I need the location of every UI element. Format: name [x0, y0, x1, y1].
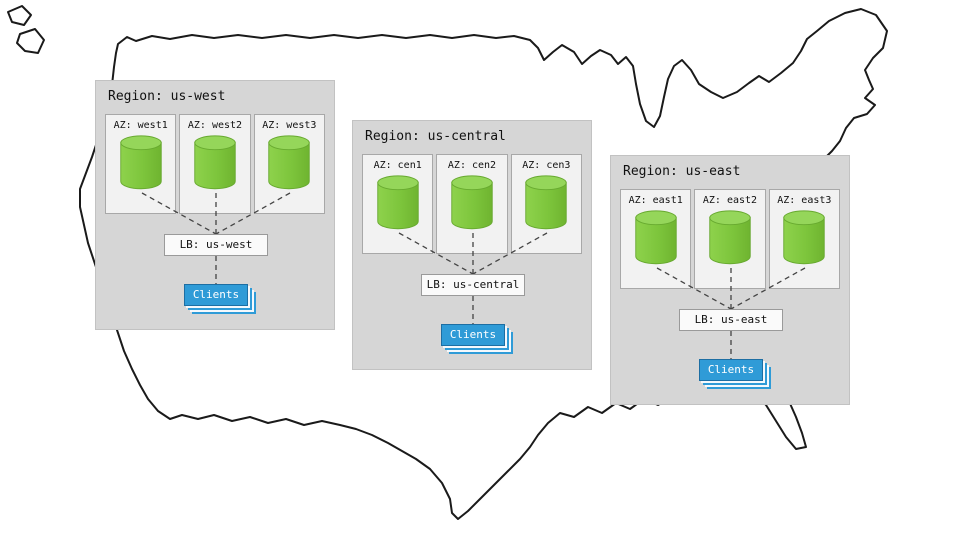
- region-us-west: Region: us-west AZ: west1 AZ: west2 AZ: …: [95, 80, 335, 330]
- database-cylinder-icon: [119, 135, 162, 190]
- az-box: AZ: west1: [105, 114, 177, 214]
- database-cylinder-icon: [451, 175, 493, 230]
- database-cylinder-icon: [634, 210, 677, 265]
- az-label: AZ: west1: [113, 120, 168, 131]
- az-box: AZ: cen1: [362, 154, 434, 254]
- database-cylinder-icon: [268, 135, 311, 190]
- az-label: AZ: cen3: [522, 160, 571, 171]
- az-box: AZ: cen2: [436, 154, 508, 254]
- az-label: AZ: west2: [187, 120, 243, 131]
- database-cylinder-icon: [783, 210, 826, 265]
- az-row: AZ: west1 AZ: west2 AZ: west3: [105, 114, 325, 214]
- region-title: Region: us-central: [365, 129, 506, 144]
- az-box: AZ: west3: [253, 114, 325, 214]
- database-cylinder-icon: [376, 175, 419, 230]
- database-cylinder-icon: [525, 175, 568, 230]
- region-title: Region: us-east: [623, 164, 741, 179]
- az-row: AZ: cen1 AZ: cen2 AZ: cen3: [362, 154, 582, 254]
- az-box: AZ: east3: [768, 189, 840, 289]
- az-label: AZ: cen2: [447, 160, 497, 171]
- az-box: AZ: west2: [179, 114, 251, 214]
- clients-box: Clients: [184, 284, 248, 306]
- load-balancer-box: LB: us-west: [164, 234, 268, 256]
- clients-box: Clients: [699, 359, 763, 381]
- region-us-east: Region: us-east AZ: east1 AZ: east2 AZ: …: [610, 155, 850, 405]
- load-balancer-box: LB: us-east: [679, 309, 783, 331]
- az-box: AZ: east2: [694, 189, 766, 289]
- region-us-central: Region: us-central AZ: cen1 AZ: cen2 AZ:…: [352, 120, 592, 370]
- database-cylinder-icon: [709, 210, 751, 265]
- clients-box: Clients: [441, 324, 505, 346]
- az-row: AZ: east1 AZ: east2 AZ: east3: [620, 189, 840, 289]
- database-cylinder-icon: [194, 135, 236, 190]
- az-label: AZ: east2: [702, 195, 758, 206]
- load-balancer-box: LB: us-central: [421, 274, 525, 296]
- az-box: AZ: east1: [620, 189, 692, 289]
- island-2: [16, 28, 45, 54]
- az-label: AZ: east1: [628, 195, 683, 206]
- region-title: Region: us-west: [108, 89, 226, 104]
- az-label: AZ: west3: [262, 120, 317, 131]
- az-label: AZ: cen1: [373, 160, 422, 171]
- az-label: AZ: east3: [777, 195, 832, 206]
- az-box: AZ: cen3: [510, 154, 582, 254]
- island-1: [7, 5, 32, 26]
